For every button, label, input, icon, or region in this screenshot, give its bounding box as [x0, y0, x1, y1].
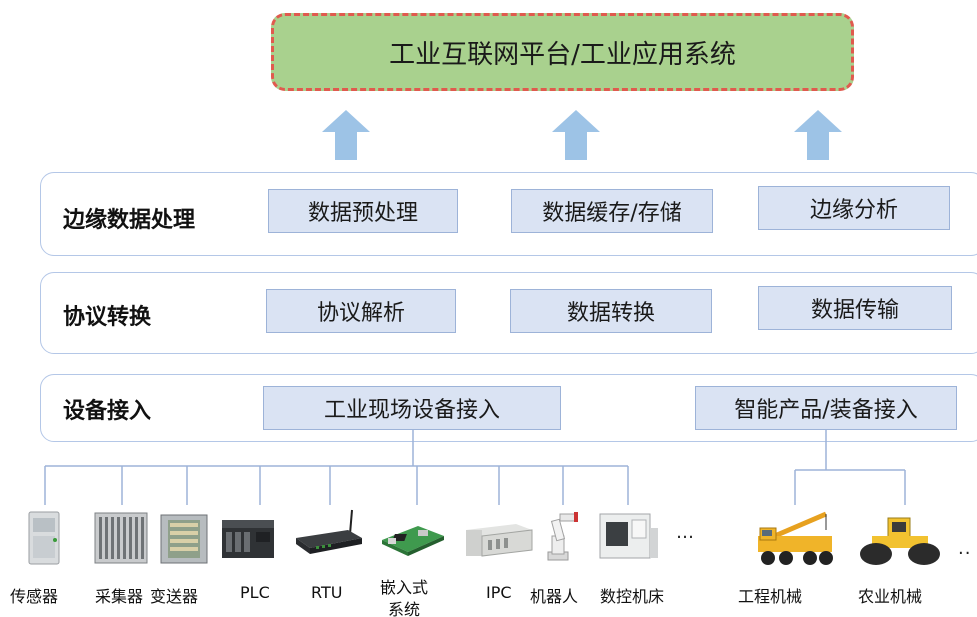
device-label-agricultural-machinery: 农业机械 [858, 587, 923, 606]
cnc-machine-icon [599, 513, 658, 559]
edge-analysis-box: 边缘分析 [758, 186, 950, 230]
layer-title: 设备接入 [63, 399, 152, 424]
box-label: 数据缓存/存储 [542, 201, 682, 226]
data-preprocessing-box: 数据预处理 [268, 189, 458, 233]
box-label: 数据传输 [810, 298, 899, 323]
device-label-cnc: 数控机床 [600, 587, 665, 606]
up-arrow-icon [794, 110, 842, 160]
platform-box: 工业互联网平台/工业应用系统 [271, 13, 854, 91]
device-label-embedded-line2: 系统 [388, 600, 421, 617]
more-devices-indicator: … [676, 522, 695, 543]
rtu-icon [296, 509, 362, 554]
device-label-robot: 机器人 [530, 587, 579, 606]
box-label: 边缘分析 [809, 198, 898, 223]
device-label-embedded-line1: 嵌入式 [380, 578, 429, 597]
plc-icon [222, 520, 274, 558]
device-label-plc: PLC [240, 583, 270, 602]
transmitter-icon [160, 514, 208, 564]
up-arrow-icon [322, 110, 370, 160]
data-transmission-box: 数据传输 [758, 286, 952, 330]
layer-title: 协议转换 [63, 305, 152, 330]
ipc-icon [466, 524, 533, 557]
device-label-rtu: RTU [311, 583, 343, 602]
more-machinery-indicator: .. [958, 538, 972, 559]
platform-label: 工业互联网平台/工业应用系统 [389, 39, 736, 70]
box-label: 数据转换 [566, 301, 655, 326]
up-arrow-icon [552, 110, 600, 160]
box-label: 数据预处理 [307, 201, 418, 226]
robot-arm-icon [547, 512, 578, 561]
device-label-transmitter: 变送器 [150, 587, 199, 606]
protocol-parsing-box: 协议解析 [266, 289, 456, 333]
sensor-icon [28, 511, 60, 565]
field-device-access-box: 工业现场设备接入 [263, 386, 561, 430]
device-label-sensor: 传感器 [10, 587, 59, 606]
embedded-board-icon [382, 526, 444, 556]
smart-product-access-box: 智能产品/装备接入 [695, 386, 957, 430]
device-label-ipc: IPC [486, 583, 512, 602]
device-label-engineering-machinery: 工程机械 [738, 587, 803, 606]
box-label: 智能产品/装备接入 [734, 398, 918, 423]
data-cache-storage-box: 数据缓存/存储 [511, 189, 713, 233]
device-label-collector: 采集器 [95, 587, 144, 606]
roller-machine-icon [860, 517, 940, 565]
box-label: 协议解析 [316, 301, 405, 326]
collector-icon [94, 512, 148, 564]
box-label: 工业现场设备接入 [323, 398, 500, 423]
data-conversion-box: 数据转换 [510, 289, 712, 333]
layer-title: 边缘数据处理 [63, 208, 196, 233]
crane-truck-icon [758, 511, 833, 565]
